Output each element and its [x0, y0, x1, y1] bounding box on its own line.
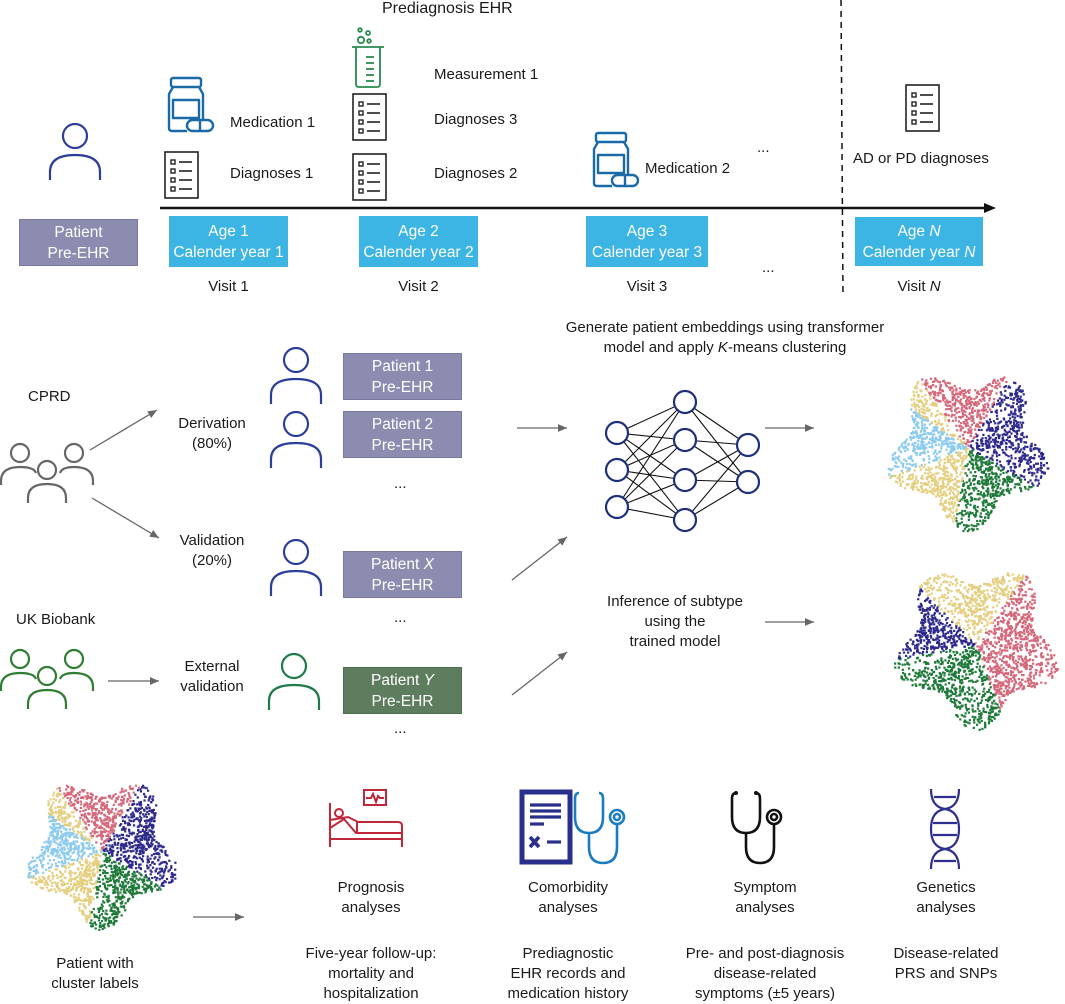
patient-x-line2: Pre-EHR	[344, 575, 461, 596]
symptom-desc1: Pre- and post-diagnosis	[670, 944, 860, 964]
derivation-label: Derivation (80%)	[172, 414, 252, 454]
patient-x-person-icon	[269, 539, 323, 597]
validation-line1: Validation	[172, 531, 252, 551]
prognosis-title: Prognosis analyses	[296, 878, 446, 918]
labeled-cluster-plot	[16, 768, 186, 933]
symptom-title2: analyses	[690, 898, 840, 918]
cluster-points	[888, 376, 1050, 532]
patient-x-line1: Patient X	[344, 554, 461, 575]
patient-2-line1: Patient 2	[344, 414, 461, 435]
patient-x-prefix: Patient	[371, 556, 424, 573]
prognosis-desc2: mortality and	[281, 964, 461, 984]
symptom-description: Pre- and post-diagnosis disease-related …	[670, 944, 860, 1004]
derivation-line2: (80%)	[172, 434, 252, 454]
comorbidity-desc2: EHR records and	[478, 964, 658, 984]
arrow-cprd-validation	[92, 498, 159, 538]
nn-node	[674, 391, 696, 413]
genetics-title1: Genetics	[871, 878, 1021, 898]
genetics-description: Disease-related PRS and SNPs	[861, 944, 1031, 984]
comorbidity-desc1: Prediagnostic	[478, 944, 658, 964]
medical-record-stethoscope-icon	[519, 789, 631, 865]
arrow-validation-model	[512, 537, 567, 580]
symptom-desc3: symptoms (±5 years)	[670, 984, 860, 1004]
inference-cluster-plot	[883, 555, 1065, 733]
model-caption: Generate patient embeddings using transf…	[525, 318, 925, 358]
patient-2-person-icon	[269, 411, 323, 469]
cluster-points	[27, 785, 176, 931]
patient-y-box: Patient Y Pre-EHR	[343, 667, 462, 714]
nn-node	[737, 471, 759, 493]
external-validation-label: External validation	[172, 657, 252, 697]
derivation-ellipsis: ...	[394, 474, 407, 494]
external-ellipsis: ...	[394, 719, 407, 739]
patient-1-box: Patient 1 Pre-EHR	[343, 353, 462, 400]
prognosis-title1: Prognosis	[296, 878, 446, 898]
nn-node	[606, 422, 628, 444]
inference-caption: Inference of subtype using the trained m…	[590, 592, 760, 652]
patient-2-line2: Pre-EHR	[344, 435, 461, 456]
patient-x-var: X	[424, 556, 434, 573]
cluster-labels-caption: Patient with cluster labels	[30, 954, 160, 994]
cluster-points	[894, 572, 1059, 731]
model-caption-line2: model and apply K-means clustering	[525, 338, 925, 358]
neural-network-icon	[595, 385, 775, 535]
comorbidity-title: Comorbidity analyses	[493, 878, 643, 918]
model-caption-line1: Generate patient embeddings using transf…	[525, 318, 925, 338]
inference-line1: Inference of subtype	[590, 592, 760, 612]
patient-x-box: Patient X Pre-EHR	[343, 551, 462, 598]
external-line2: validation	[172, 677, 252, 697]
patient-2-box: Patient 2 Pre-EHR	[343, 411, 462, 458]
patient-y-person-icon	[267, 653, 321, 711]
patient-y-var: Y	[424, 672, 434, 689]
inference-line2: using the	[590, 612, 760, 632]
validation-line2: (20%)	[172, 551, 252, 571]
validation-ellipsis: ...	[394, 608, 407, 628]
comorbidity-title1: Comorbidity	[493, 878, 643, 898]
comorbidity-desc3: medication history	[478, 984, 658, 1004]
inference-line3: trained model	[590, 632, 760, 652]
derivation-line1: Derivation	[172, 414, 252, 434]
stethoscope-icon	[728, 789, 784, 865]
dna-icon	[925, 789, 965, 869]
genetics-title2: analyses	[871, 898, 1021, 918]
patient-y-line2: Pre-EHR	[344, 691, 461, 712]
nn-node	[674, 429, 696, 451]
patient-1-person-icon	[269, 347, 323, 405]
prognosis-description: Five-year follow-up: mortality and hospi…	[281, 944, 461, 1004]
nn-node	[674, 509, 696, 531]
caption-post: -means clustering	[728, 339, 846, 356]
symptom-title: Symptom analyses	[690, 878, 840, 918]
prognosis-desc3: hospitalization	[281, 984, 461, 1004]
caption-pre: model and apply	[604, 339, 718, 356]
nn-node	[606, 459, 628, 481]
nn-node	[606, 496, 628, 518]
comorbidity-description: Prediagnostic EHR records and medication…	[478, 944, 658, 1004]
prognosis-title2: analyses	[296, 898, 446, 918]
genetics-desc2: PRS and SNPs	[861, 964, 1031, 984]
caption-var: K	[718, 339, 728, 356]
validation-label: Validation (20%)	[172, 531, 252, 571]
nn-node	[737, 434, 759, 456]
symptom-desc2: disease-related	[670, 964, 860, 984]
genetics-title: Genetics analyses	[871, 878, 1021, 918]
genetics-desc1: Disease-related	[861, 944, 1031, 964]
derivation-cluster-plot	[872, 360, 1062, 535]
comorbidity-title2: analyses	[493, 898, 643, 918]
hospital-bed-icon	[328, 789, 406, 849]
external-line1: External	[172, 657, 252, 677]
cluster-caption-line2: cluster labels	[30, 974, 160, 994]
arrow-external-model	[512, 652, 567, 695]
patient-y-line1: Patient Y	[344, 670, 461, 691]
nn-node	[674, 469, 696, 491]
arrow-cprd-derivation	[90, 410, 157, 450]
patient-y-prefix: Patient	[371, 672, 424, 689]
symptom-title1: Symptom	[690, 878, 840, 898]
patient-1-line2: Pre-EHR	[344, 377, 461, 398]
patient-1-line1: Patient 1	[344, 356, 461, 377]
cluster-caption-line1: Patient with	[30, 954, 160, 974]
prognosis-desc1: Five-year follow-up:	[281, 944, 461, 964]
